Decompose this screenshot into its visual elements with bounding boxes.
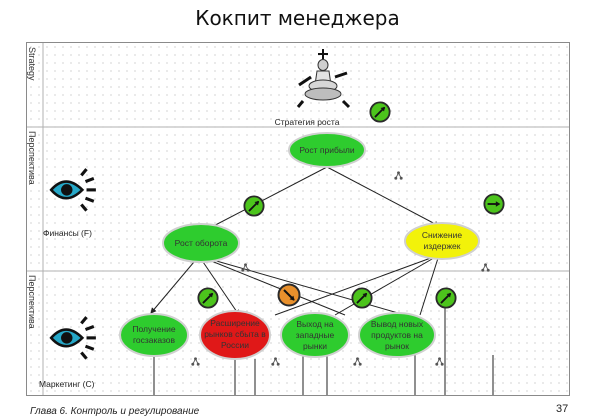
- svg-text:Вывод новых: Вывод новых: [371, 319, 424, 329]
- node-turnover-growth: Рост оборота: [162, 223, 240, 263]
- node-state-orders: Получение госзаказов: [119, 313, 189, 357]
- svg-text:западные: западные: [296, 330, 335, 340]
- svg-text:Выход на: Выход на: [296, 319, 333, 329]
- turnover-tree-icon: [241, 263, 250, 272]
- connector-lines: [150, 166, 494, 395]
- new-products-tree-icon: [353, 357, 362, 366]
- marketing-eye-icon: [49, 315, 98, 361]
- svg-text:Получение: Получение: [132, 324, 175, 334]
- cost-gauge-icon: [483, 193, 505, 215]
- svg-text:рынок: рынок: [385, 341, 409, 351]
- market-expansion-gauge-icon: [277, 283, 301, 307]
- turnover-gauge-icon: [243, 195, 265, 217]
- strategy-map-diagram: Стратегия роста Финансы (F): [27, 43, 569, 395]
- strategy-label: Стратегия роста: [275, 117, 340, 127]
- new-products-tree-icon-2: [435, 357, 444, 366]
- lane-label-finance: Перспектива: [27, 131, 37, 185]
- svg-text:Расширение: Расширение: [210, 318, 260, 328]
- western-markets-tree-icon: [271, 357, 280, 366]
- state-orders-gauge-icon: [197, 287, 219, 309]
- new-products-gauge-icon: [435, 287, 457, 309]
- strategy-gauge-icon: [369, 101, 391, 123]
- marketing-label: Маркетинг (C): [39, 379, 95, 389]
- node-new-products: Вывод новых продуктов на рынок: [358, 312, 436, 358]
- market-expansion-tree-icon: [191, 357, 200, 366]
- node-western-markets: Выход на западные рынки: [280, 312, 350, 358]
- strategy-map-canvas[interactable]: Strategy Перспектива Перспектива: [26, 42, 570, 396]
- svg-text:рынков сбыта в: рынков сбыта в: [204, 329, 266, 339]
- chess-knight-icon: [296, 49, 351, 109]
- svg-text:Рост оборота: Рост оборота: [175, 238, 228, 248]
- svg-text:госзаказов: госзаказов: [133, 335, 176, 345]
- svg-text:Рост прибыли: Рост прибыли: [299, 145, 355, 155]
- page-number: 37: [556, 403, 569, 415]
- chapter-footer: Глава 6. Контроль и регулирование: [30, 406, 200, 417]
- lane-label-strategy: Strategy: [27, 47, 37, 81]
- node-cost-reduction: Снижение издержек: [404, 222, 480, 260]
- node-profit-growth: Рост прибыли: [288, 132, 366, 168]
- node-market-expansion: Расширение рынков сбыта в России: [199, 310, 271, 360]
- cost-tree-icon: [481, 263, 490, 272]
- finance-label: Финансы (F): [43, 228, 92, 238]
- svg-text:Снижение: Снижение: [422, 230, 462, 240]
- slide-title: Кокпит менеджера: [195, 6, 400, 30]
- svg-text:России: России: [221, 340, 249, 350]
- svg-text:рынки: рынки: [303, 341, 327, 351]
- svg-text:издержек: издержек: [423, 241, 460, 251]
- lane-label-marketing: Перспектива: [27, 275, 37, 329]
- svg-text:продуктов на: продуктов на: [371, 330, 423, 340]
- western-markets-gauge-icon: [351, 287, 373, 309]
- finance-eye-icon: [49, 167, 98, 213]
- profit-tree-icon: [394, 171, 403, 180]
